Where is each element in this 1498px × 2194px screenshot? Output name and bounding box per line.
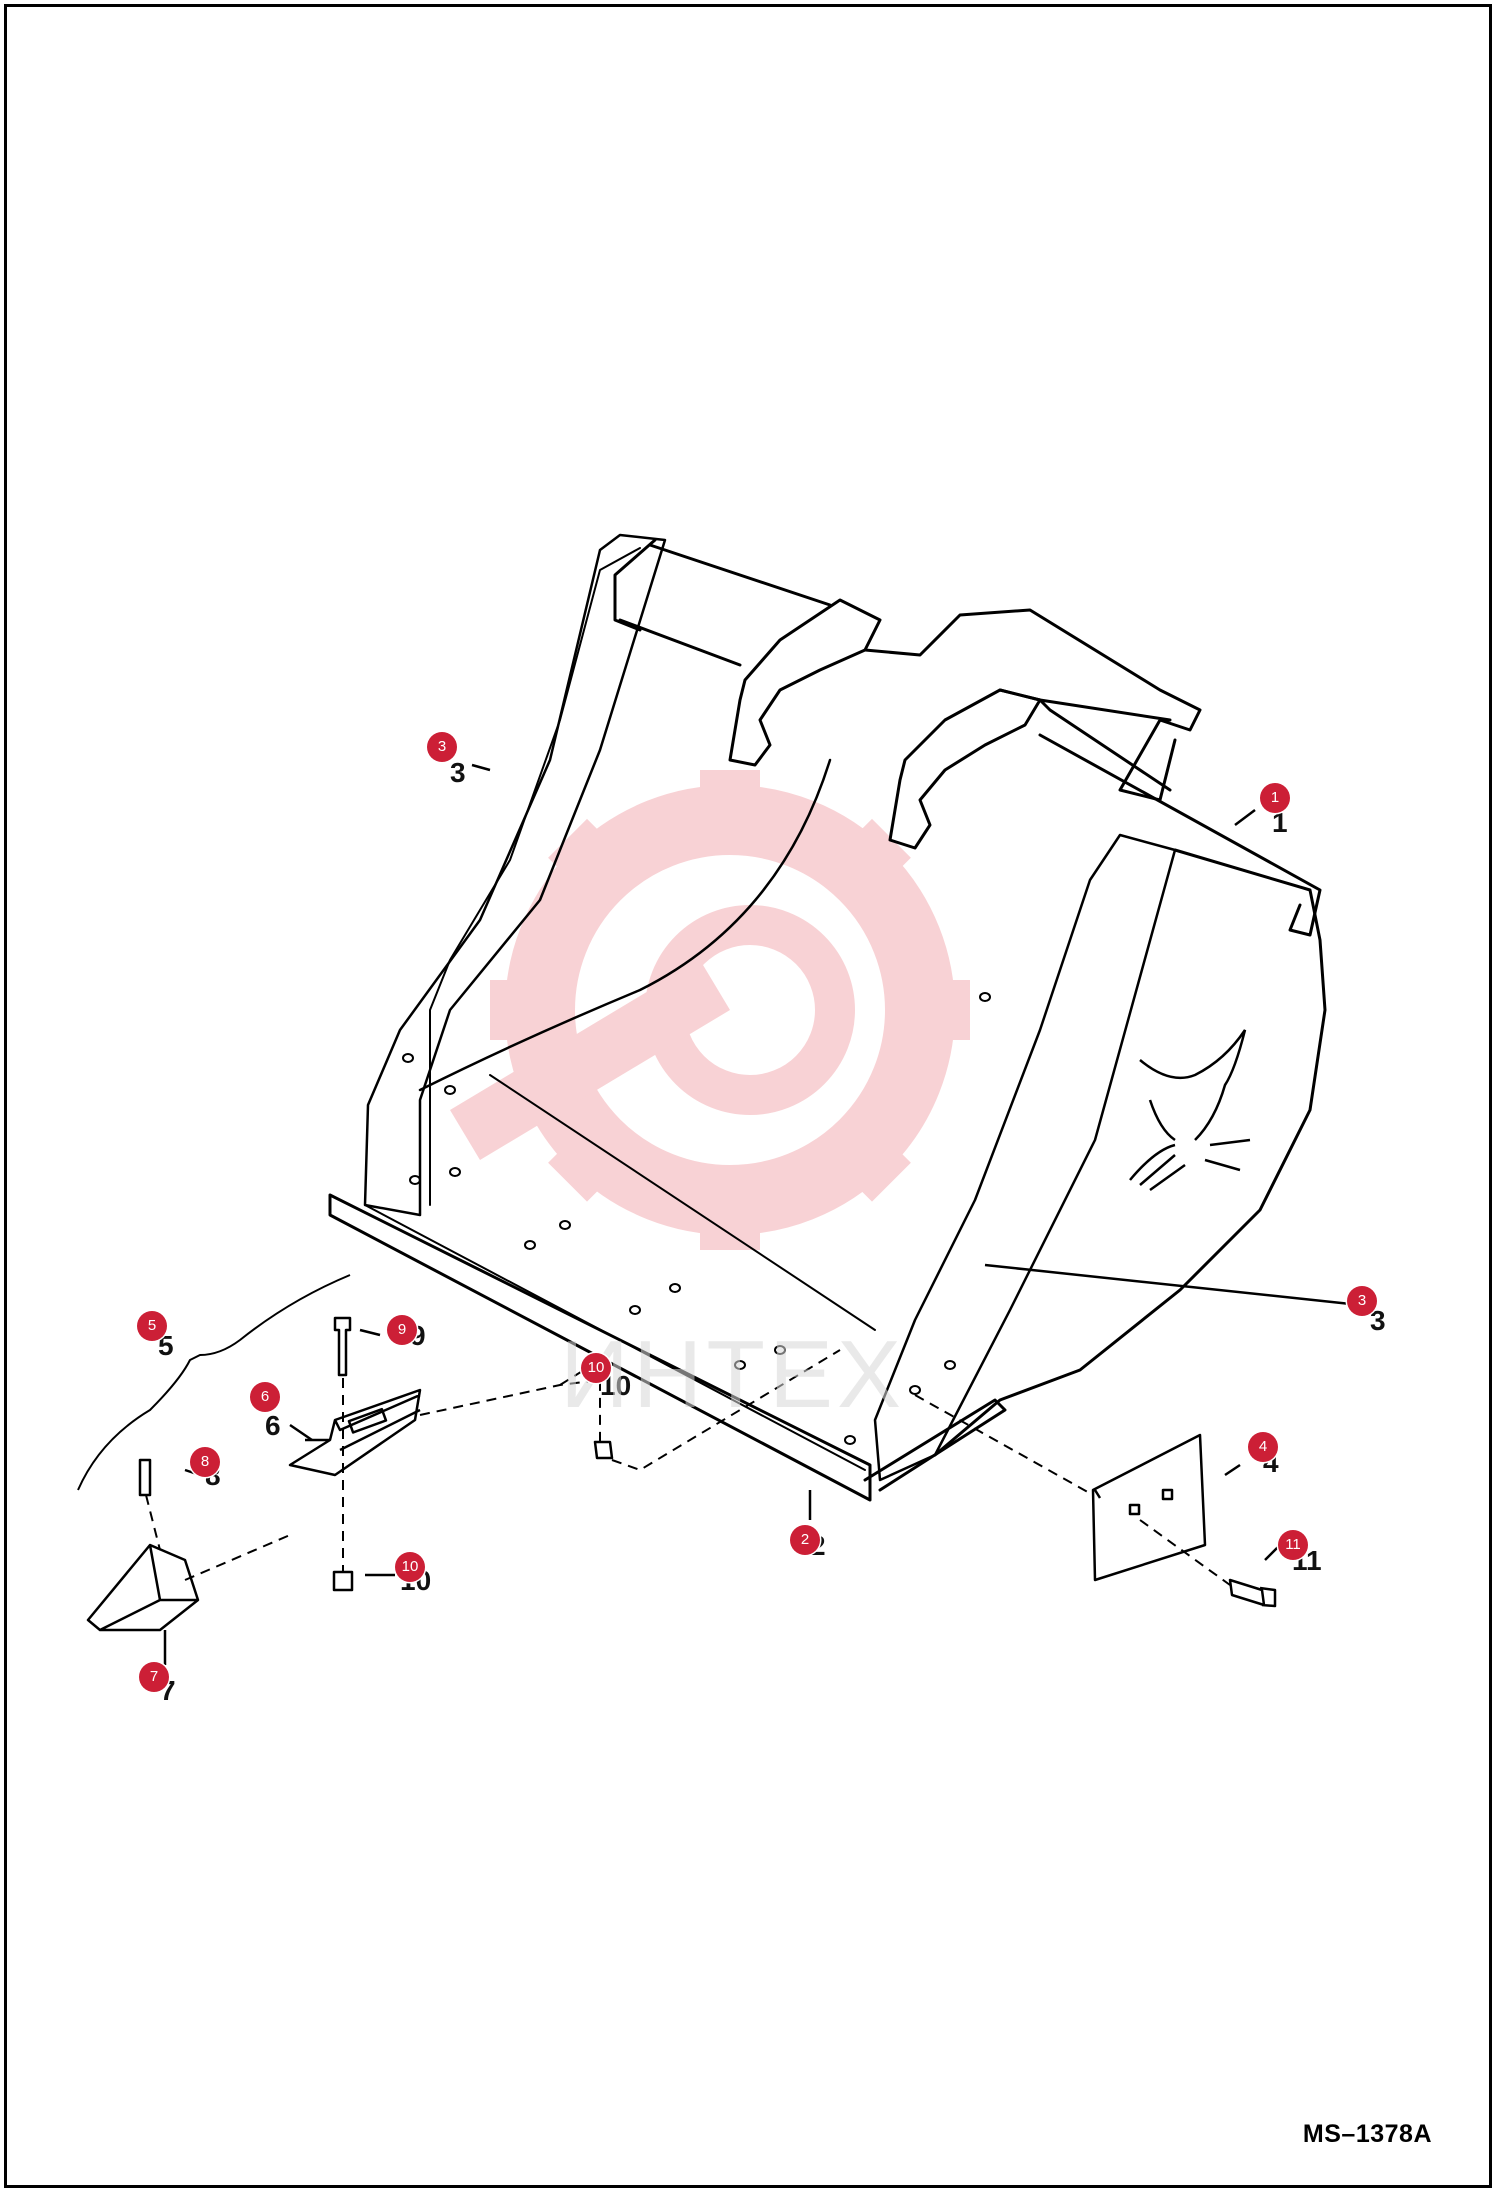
callout-3-right[interactable]: 3 bbox=[1347, 1286, 1377, 1316]
tooth-adapter-slot bbox=[347, 1407, 388, 1434]
callout-8[interactable]: 8 bbox=[190, 1447, 220, 1477]
mount-top-rail bbox=[863, 608, 1202, 802]
cutting-edge-nut-part bbox=[593, 1440, 614, 1460]
cutting-edge bbox=[328, 1193, 872, 1502]
bucket-right-side-plate bbox=[873, 833, 1177, 1482]
callout-11[interactable]: 11 bbox=[1278, 1530, 1308, 1560]
callout-5[interactable]: 5 bbox=[137, 1311, 167, 1341]
plow-bolt-part bbox=[1228, 1578, 1277, 1608]
bucket-back-wall bbox=[418, 758, 832, 1092]
callout-2[interactable]: 2 bbox=[790, 1525, 820, 1555]
wear-strip bbox=[863, 1398, 1007, 1492]
callout-6[interactable]: 6 bbox=[250, 1382, 280, 1412]
callout-10-lower[interactable]: 10 bbox=[395, 1552, 425, 1582]
bucket-top-tube bbox=[613, 538, 832, 667]
tooth-bolt-part bbox=[333, 1316, 352, 1377]
bucket-floor-line bbox=[364, 1074, 876, 1471]
side-cutter-hole bbox=[1128, 1503, 1141, 1516]
mount-bracket-left bbox=[728, 598, 882, 767]
svg-text:6: 6 bbox=[265, 1410, 281, 1441]
tooth-adapter-part bbox=[288, 1388, 422, 1477]
bucket-left-side-inner bbox=[429, 547, 641, 1206]
bucket-tooth-part bbox=[86, 1543, 200, 1632]
mount-bracket-right bbox=[888, 688, 1042, 850]
callout-9[interactable]: 9 bbox=[387, 1315, 417, 1345]
side-cutter-hole bbox=[1161, 1488, 1174, 1501]
callout-1[interactable]: 1 bbox=[1260, 783, 1290, 813]
bucket-top-edge bbox=[1038, 733, 1322, 937]
callout-3-left[interactable]: 3 bbox=[427, 732, 457, 762]
assembly-dashed-lines bbox=[145, 1349, 1231, 1586]
bobcat-logo-icon bbox=[1129, 1029, 1251, 1192]
drawing-code: MS–1378A bbox=[1302, 2120, 1432, 2148]
callout-10-upper[interactable]: 10 bbox=[581, 1353, 611, 1383]
bucket-left-side-plate bbox=[363, 533, 667, 1217]
side-cutter-part bbox=[1091, 1433, 1207, 1582]
watermark-gear-icon bbox=[450, 770, 970, 1250]
svg-text:3: 3 bbox=[1370, 1305, 1386, 1336]
svg-text:3: 3 bbox=[450, 757, 466, 788]
svg-text:1: 1 bbox=[1272, 807, 1288, 838]
tooth-assembly-bracket bbox=[77, 1274, 351, 1491]
tooth-nut-part bbox=[332, 1570, 354, 1592]
watermark-text: ИНТЕХ bbox=[560, 1321, 906, 1428]
callout-4[interactable]: 4 bbox=[1248, 1432, 1278, 1462]
bucket-holes bbox=[402, 992, 991, 1445]
callout-7[interactable]: 7 bbox=[139, 1662, 169, 1692]
svg-text:5: 5 bbox=[158, 1330, 174, 1361]
tooth-pin-part bbox=[138, 1458, 152, 1497]
